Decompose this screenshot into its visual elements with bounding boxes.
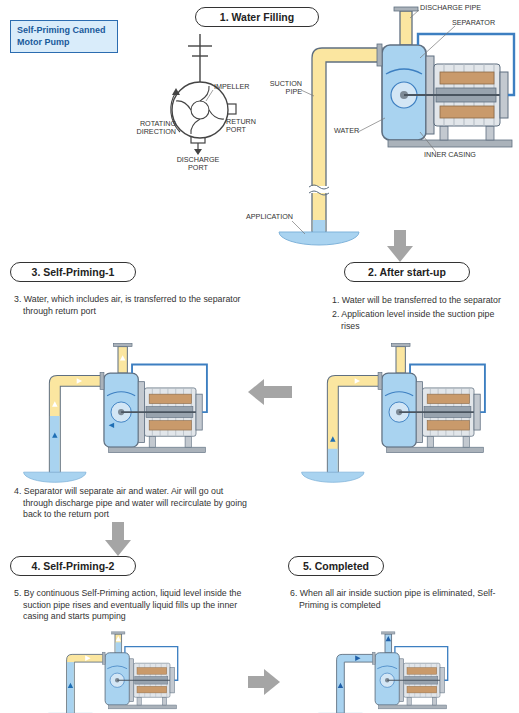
title-box: Self-Priming Canned Motor Pump (10, 20, 118, 53)
step-description: 2. Application level inside the suction … (332, 309, 508, 332)
suction-pipe (337, 654, 376, 713)
step-panel: 4. Self-Priming-2 5. By continuous Self-P… (8, 556, 248, 713)
application-pool (24, 472, 86, 482)
step-description: 4. Separator will separate air and water… (14, 486, 248, 521)
leader-line (206, 90, 213, 101)
pipe-break-line (309, 185, 329, 195)
leader-lines (292, 10, 455, 234)
part-label: DISCHARGE PORT (175, 156, 221, 173)
pump-illustration (48, 632, 177, 713)
pump-body (102, 632, 177, 709)
impeller-vane (176, 101, 191, 110)
step-heading: 5. Completed (288, 556, 384, 576)
pump-body (372, 632, 447, 709)
pump-illustration (279, 7, 514, 245)
flow-arrow (109, 423, 114, 428)
leader-line (358, 118, 385, 132)
flow-arrow (52, 432, 57, 437)
step-description: 3. Water, which includes air, is transfe… (14, 294, 246, 317)
part-label: RETURN PORT (226, 118, 262, 135)
suction-pipe (67, 654, 106, 713)
shaft-line (199, 34, 200, 82)
step-description: 5. By continuous Self-Priming action, li… (14, 588, 248, 623)
step-panel: 5. Completed 6. When all air inside sucti… (280, 556, 510, 713)
suction-pipe (49, 375, 104, 472)
step-heading: 3. Self-Priming-1 (10, 262, 136, 282)
step-heading: 1. Water Filling (195, 7, 319, 27)
part-label: ROTATING DIRECTION (124, 120, 176, 137)
part-label: DISCHARGE PIPE (420, 4, 500, 12)
water-column (328, 449, 338, 472)
part-label: INNER CASING (424, 151, 494, 159)
flow-arrow (338, 683, 343, 688)
part-label: SUCTION PIPE (262, 80, 302, 97)
step-panel: 2. After start-up 1. Water will be transf… (292, 262, 510, 476)
flow-arrow (52, 401, 57, 406)
discharge-water (115, 642, 121, 652)
impeller-sketch (171, 34, 236, 155)
flow-arrow (355, 656, 360, 661)
pump-body (378, 343, 485, 452)
discharge-pipe (118, 347, 127, 374)
motor-symbol-bar (192, 55, 208, 56)
step-description: 6. When all air inside suction pipe is e… (290, 588, 508, 611)
flow-arrow-connector (248, 676, 264, 688)
suction-pipe (327, 375, 382, 472)
pump-illustration (302, 343, 485, 482)
discharge-pipe (396, 347, 405, 374)
flow-arrow (77, 378, 82, 383)
leader-line (420, 26, 455, 58)
application-pool (279, 232, 359, 245)
leader-line (292, 221, 305, 234)
flow-arrow-connector (264, 386, 292, 398)
part-label: WATER (334, 127, 364, 135)
step-description: 1. Water will be transferred to the sepa… (332, 295, 508, 307)
flow-arrow (120, 355, 125, 360)
pump-body (100, 343, 207, 452)
flow-arrow (355, 378, 360, 383)
step-heading: 4. Self-Priming-2 (10, 556, 136, 576)
water-column (67, 662, 74, 713)
flow-arrow (85, 656, 90, 661)
flow-arrow (386, 636, 391, 641)
flow-arrow (68, 683, 73, 688)
pump-illustration (24, 343, 207, 482)
impeller-eye (191, 101, 209, 119)
leader-line (420, 132, 436, 152)
discharge-pipe (400, 11, 412, 45)
discharge-pipe (115, 634, 122, 653)
step-panel: 3. Self-Priming-1 3. Water, which include… (8, 262, 248, 522)
water-column (50, 416, 60, 472)
water-column (313, 220, 326, 232)
flow-arrow (116, 636, 121, 641)
discharge-pipe (385, 634, 392, 653)
pump-illustration (318, 632, 447, 713)
motor-symbol-bar (188, 45, 212, 46)
flow-arrow-connector (394, 230, 406, 246)
step-panel: 1. Water Filling (105, 4, 510, 230)
part-label: APPLICATION (246, 213, 306, 221)
leader-line (301, 90, 314, 96)
suction-pipe (312, 48, 382, 232)
rotation-arrow-head (172, 88, 180, 95)
part-label: IMPELLER (214, 83, 264, 91)
application-pool (302, 472, 364, 482)
pump-body (377, 7, 514, 147)
discharge-arrow-head (194, 149, 202, 155)
impeller-vane (191, 119, 200, 134)
flow-arrow-connector (112, 522, 124, 540)
flow-arrow (330, 436, 335, 441)
impeller-vane (209, 110, 224, 119)
part-label: SEPARATOR (452, 19, 512, 27)
leader-line (410, 10, 419, 18)
step-heading: 2. After start-up (344, 262, 470, 282)
